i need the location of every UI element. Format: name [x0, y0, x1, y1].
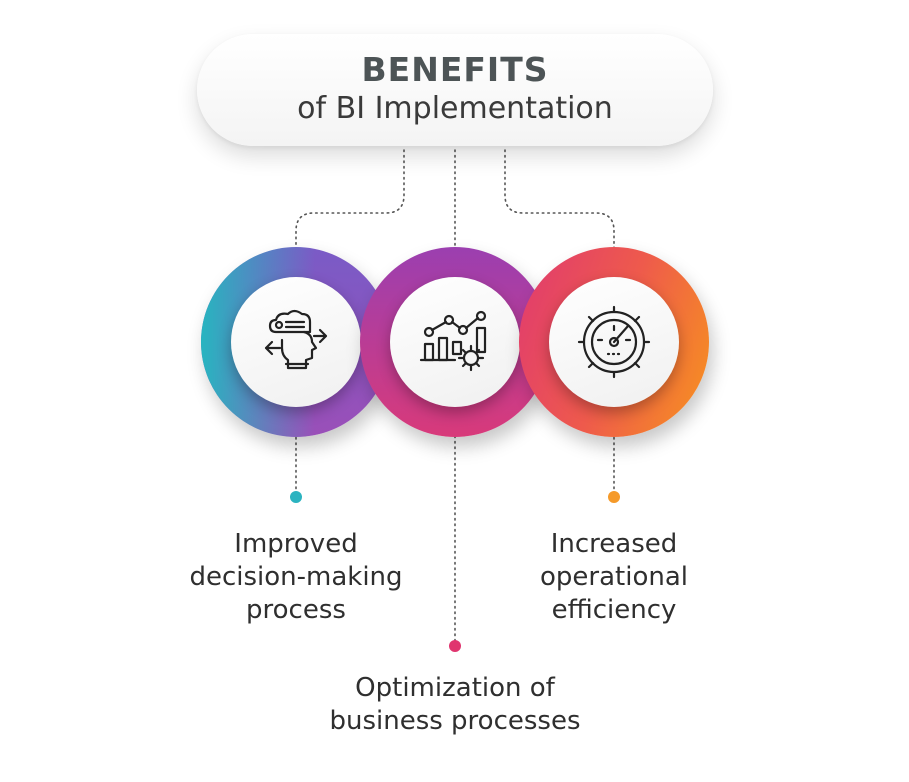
dot-efficiency	[608, 491, 620, 503]
inner-circle-efficiency	[549, 277, 679, 407]
benefit-circle-efficiency	[519, 247, 709, 437]
label-decision: Improved decision-making process	[189, 529, 403, 625]
title-main: BENEFITS	[361, 50, 549, 89]
dot-decision	[290, 491, 302, 503]
label-efficiency: Increased operational efficiency	[540, 529, 688, 625]
inner-circle-optimization	[390, 277, 520, 407]
label-optimization: Optimization of business processes	[329, 673, 581, 736]
inner-circle-decision	[231, 277, 361, 407]
benefit-circle-optimization	[360, 247, 550, 437]
chart-gear-icon	[419, 310, 487, 372]
benefit-circle-decision	[201, 247, 391, 437]
dot-optimization	[449, 640, 461, 652]
connector-left-top	[295, 149, 405, 253]
speedometer-gear-icon	[577, 305, 651, 379]
connector-right-top	[504, 149, 615, 253]
title-banner: BENEFITS of BI Implementation	[197, 34, 713, 146]
title-subtitle: of BI Implementation	[297, 91, 613, 126]
brain-decision-icon	[264, 309, 328, 370]
